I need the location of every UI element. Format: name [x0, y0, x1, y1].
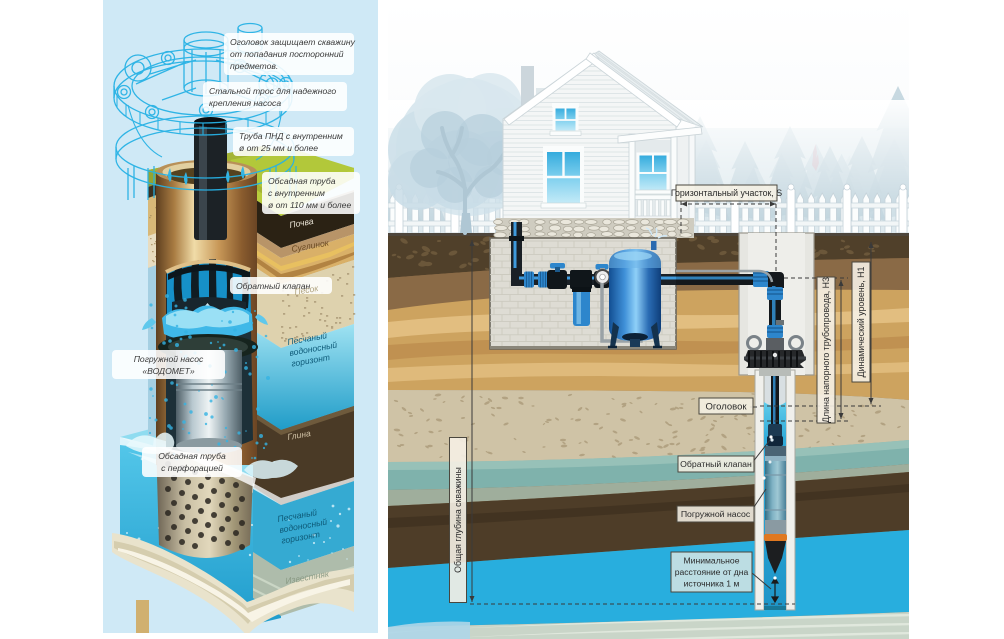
svg-text:Оголовок: Оголовок: [705, 401, 747, 412]
svg-text:ø от 25 мм и более: ø от 25 мм и более: [239, 143, 318, 153]
svg-text:Обратный клапан: Обратный клапан: [236, 281, 311, 291]
svg-text:с перфорацией: с перфорацией: [161, 463, 223, 473]
svg-text:источника 1 м: источника 1 м: [684, 579, 740, 589]
svg-text:Обсадная труба: Обсадная труба: [268, 176, 336, 186]
svg-text:Общая глубина скважины: Общая глубина скважины: [453, 467, 463, 573]
svg-text:расстояние от дна: расстояние от дна: [675, 567, 749, 577]
svg-text:с внутренним: с внутренним: [268, 188, 325, 198]
svg-text:Минимальное: Минимальное: [684, 556, 740, 566]
svg-text:Оголовок защищает скважину: Оголовок защищает скважину: [230, 37, 356, 47]
svg-text:Песок: Песок: [294, 283, 320, 297]
svg-text:Стальной трос для надежного: Стальной трос для надежного: [209, 86, 336, 96]
svg-text:Горизонтальный участок, S: Горизонтальный участок, S: [671, 188, 782, 198]
svg-text:ø от 110 мм и более: ø от 110 мм и более: [268, 200, 351, 210]
svg-text:от попадания посторонний: от попадания посторонний: [230, 49, 344, 59]
svg-text:Погружной насос: Погружной насос: [134, 354, 204, 364]
svg-text:Динамический уровень, Н1: Динамический уровень, Н1: [856, 267, 866, 378]
svg-text:Обсадная труба: Обсадная труба: [158, 451, 226, 461]
svg-text:Погружной насос: Погружной насос: [681, 509, 751, 519]
svg-text:«ВОДОМЕТ»: «ВОДОМЕТ»: [142, 366, 195, 376]
svg-text:Труба ПНД с внутренним: Труба ПНД с внутренним: [239, 131, 343, 141]
svg-text:крепления насоса: крепления насоса: [209, 98, 281, 108]
svg-text:Обратный клапан: Обратный клапан: [680, 459, 752, 469]
svg-text:Глина: Глина: [287, 428, 312, 442]
svg-text:Почва: Почва: [289, 216, 315, 230]
svg-text:предметов.: предметов.: [230, 61, 278, 71]
svg-text:Длина напорного трубопровода,: Длина напорного трубопровода, Н3: [821, 277, 831, 423]
